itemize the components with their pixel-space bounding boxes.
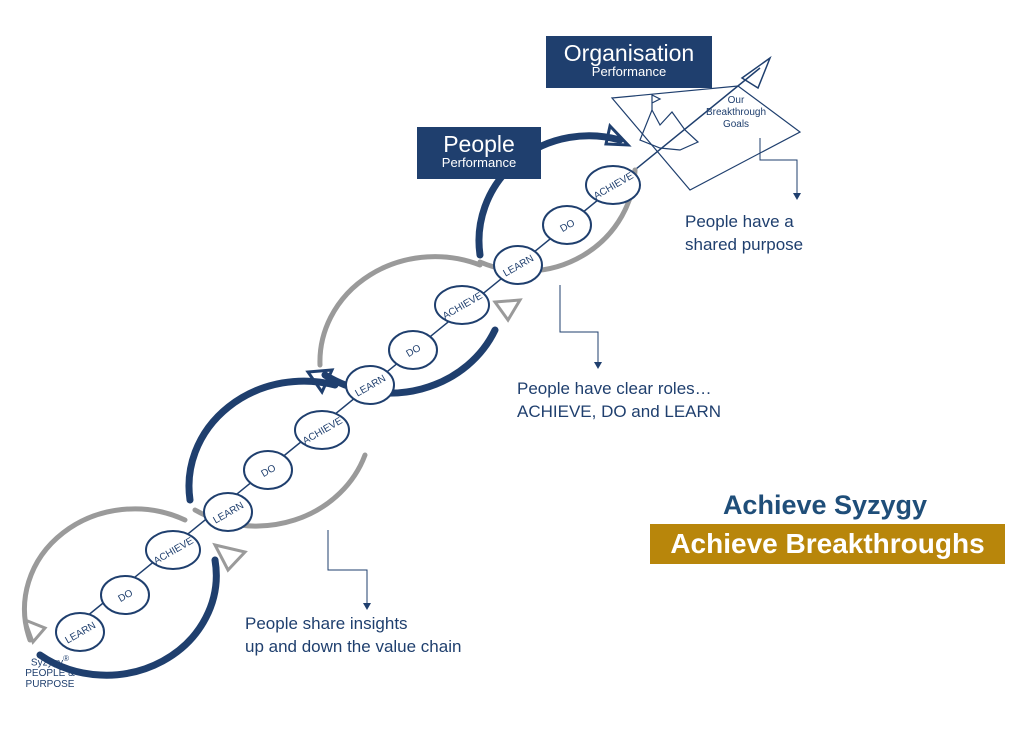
cycle-node: [145, 530, 201, 570]
triangle-icon: [212, 542, 248, 573]
logo-brand: Syzygy: [30, 657, 64, 669]
goals-line: Breakthrough: [705, 107, 767, 118]
cycle-node: [203, 492, 253, 532]
cycle-node: [434, 285, 490, 325]
goals-label: Our Breakthrough Goals: [694, 95, 778, 131]
logo-line: PEOPLE &: [25, 668, 75, 680]
note-line: People share insights: [245, 614, 408, 633]
triangle-icon: [22, 617, 48, 645]
cycle-node: [388, 330, 438, 370]
arrow-down-icon: [594, 362, 602, 369]
people-title: People: [443, 131, 515, 157]
note-line: People have a: [685, 212, 794, 231]
note-line: up and down the value chain: [245, 637, 462, 656]
cycle-node: [100, 575, 150, 615]
triangle-markers: [22, 122, 632, 645]
triangle-icon: [604, 122, 632, 147]
triangle-icon: [305, 368, 335, 396]
arrow-down-icon: [363, 603, 371, 610]
triangle-icon: [492, 298, 523, 323]
logo-registered: ®: [63, 654, 70, 663]
cycle-node: [493, 245, 543, 285]
note-line: ACHIEVE, DO and LEARN: [517, 402, 722, 421]
cycle-node: [542, 205, 592, 245]
mountain-icon: [639, 108, 700, 151]
people-performance-box: People Performance: [417, 127, 541, 179]
organisation-performance-box: Organisation Performance: [546, 36, 712, 88]
flag-icon: [651, 94, 662, 110]
cycle-node: [243, 450, 293, 490]
people-subtitle: Performance: [441, 155, 517, 170]
note-clear-roles: People have clear roles… ACHIEVE, DO and…: [517, 377, 721, 423]
cycle-node: [55, 612, 105, 652]
logo-line: PURPOSE: [25, 679, 75, 691]
cycle-nodes: LEARNDOACHIEVELEARNDOACHIEVELEARNDOACHIE…: [55, 165, 641, 652]
note-line: shared purpose: [685, 235, 804, 254]
callout-arrowheads: [363, 193, 801, 610]
goals-line: Our: [727, 95, 745, 106]
arrow-down-icon: [793, 193, 801, 200]
goals-diamond-frame: [610, 85, 802, 191]
goals-line: Goals: [722, 119, 750, 130]
syzygy-logo: Syzygy® PEOPLE & PURPOSE: [14, 653, 86, 690]
callout-lines: [327, 138, 798, 603]
cycle-node: [345, 365, 395, 405]
cycle-node: [585, 165, 641, 205]
note-line: People have clear roles…: [517, 379, 712, 398]
note-share-insights: People share insights up and down the va…: [245, 612, 461, 658]
organisation-subtitle: Performance: [591, 64, 667, 79]
headline-achieve-syzygy: Achieve Syzygy: [722, 490, 928, 520]
headline-achieve-breakthroughs: Achieve Breakthroughs: [650, 524, 1005, 564]
cycle-node: [294, 410, 350, 450]
note-shared-purpose: People have a shared purpose: [685, 210, 803, 256]
organisation-title: Organisation: [563, 40, 695, 66]
value-chain-arrow-icon: [740, 55, 772, 90]
